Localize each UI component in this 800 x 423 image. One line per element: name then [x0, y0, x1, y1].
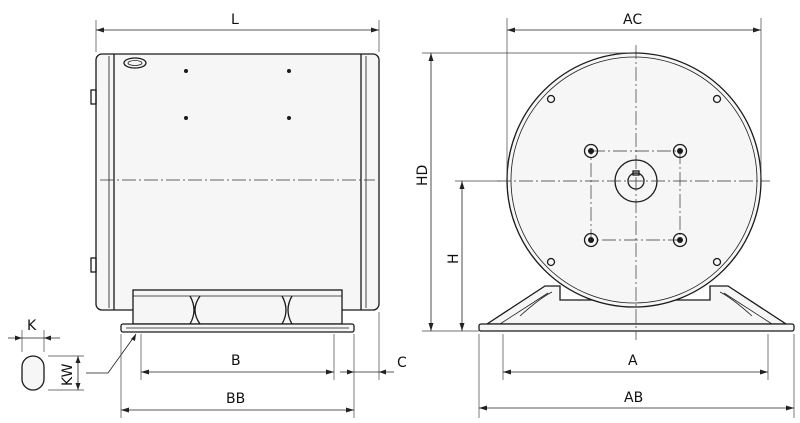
bolt-dot	[287, 69, 291, 73]
dim-label-b: B	[231, 353, 241, 369]
outer-bolt-hole	[712, 257, 722, 267]
front-view	[478, 45, 795, 340]
side-base	[120, 289, 355, 333]
hinge-top	[90, 89, 97, 105]
dim-label-h: H	[446, 253, 462, 264]
outer-bolt-hole	[546, 94, 556, 104]
key-slot	[21, 355, 45, 391]
keyway	[632, 170, 640, 176]
leader-line	[86, 333, 137, 374]
dim-label-c: C	[397, 355, 407, 371]
key-slot-detail: K KW	[8, 318, 137, 391]
hinge-bottom	[90, 257, 97, 273]
front-base-plate	[478, 323, 795, 332]
bolt-dot	[184, 116, 188, 120]
inner-bolts	[583, 143, 688, 248]
front-dimensions: AC HD H A AB	[415, 12, 795, 418]
bolt-pattern	[590, 150, 681, 241]
dim-label-l: L	[231, 12, 239, 28]
dim-label-hd: HD	[415, 165, 431, 186]
outer-bolt-hole	[712, 94, 722, 104]
bolt-dot	[184, 69, 188, 73]
dim-label-ac: AC	[623, 12, 642, 28]
oval-nameplate	[123, 57, 147, 69]
bolt-dot	[287, 116, 291, 120]
dim-label-kw: KW	[60, 363, 76, 386]
dim-label-ab: AB	[624, 390, 643, 406]
side-housing	[95, 53, 380, 311]
dim-label-k: K	[27, 318, 37, 334]
outer-bolt-hole	[546, 257, 556, 267]
side-view	[90, 53, 380, 333]
front-disc	[506, 52, 762, 308]
dim-label-bb: BB	[226, 391, 245, 407]
dim-label-a: A	[628, 353, 638, 369]
side-dimensions: L B C BB	[95, 12, 407, 418]
